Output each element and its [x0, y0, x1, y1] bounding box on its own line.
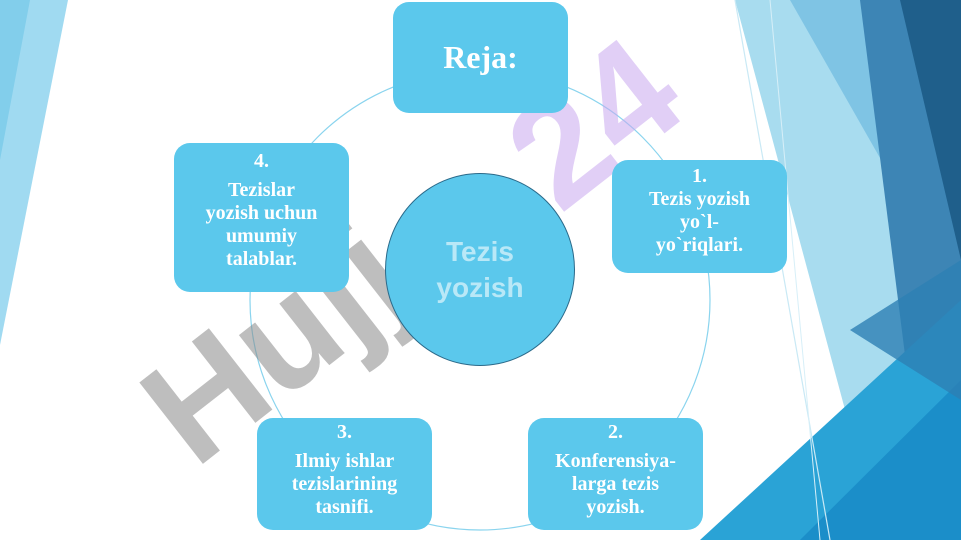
cycle-item-2: 2. Konferensiya- larga tezis yozish. [528, 418, 703, 530]
right-facet-4 [900, 0, 961, 260]
right-facet-6 [800, 380, 961, 540]
item-line: yo`l- [680, 211, 719, 233]
cycle-item-4: 4. Tezislar yozish uchun umumiy talablar… [174, 143, 349, 292]
center-label-line1: Tezis [446, 235, 514, 267]
left-accent-shape [0, 0, 68, 345]
title-box: Reja: [393, 2, 568, 113]
item-line: tezislarining [291, 473, 398, 495]
item-line: yozish. [586, 496, 645, 518]
item-line: Tezislar [227, 179, 296, 201]
center-circle: Tezis yozish [385, 173, 575, 366]
item-number: 3. [337, 421, 352, 443]
thin-line-1 [734, 0, 831, 540]
item-number: 1. [692, 165, 707, 187]
item-number: 4. [254, 150, 269, 172]
item-line: talablar. [226, 248, 297, 270]
item-line: yozish uchun [205, 202, 318, 224]
item-line: tasnifi. [315, 496, 374, 518]
left-accent-shape-2 [0, 0, 30, 160]
cycle-item-1: 1. Tezis yozish yo`l- yo`riqlari. [612, 160, 787, 273]
center-label-line2: yozish [436, 271, 524, 303]
item-line: larga tezis [571, 473, 660, 495]
cycle-item-3: 3. Ilmiy ishlar tezislarining tasnifi. [257, 418, 432, 530]
right-facet-7 [850, 260, 961, 400]
diagram-title: Reja: [443, 39, 518, 75]
item-number: 2. [608, 421, 623, 443]
thin-line-2 [769, 0, 821, 540]
item-line: Konferensiya- [555, 450, 676, 472]
item-line: umumiy [225, 225, 298, 247]
item-line: Tezis yozish [649, 188, 750, 210]
item-line: yo`riqlari. [655, 234, 744, 256]
item-line: Ilmiy ishlar [294, 450, 395, 472]
